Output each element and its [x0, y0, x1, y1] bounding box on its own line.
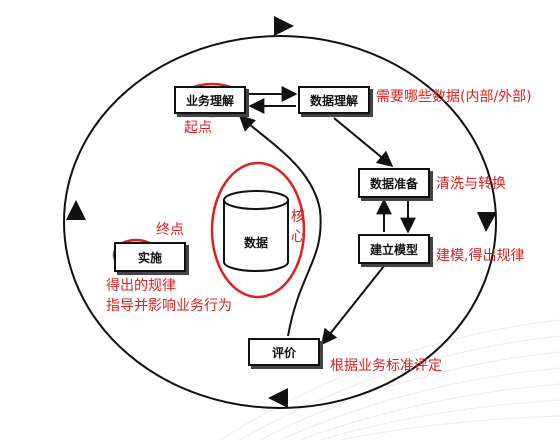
- deploy-note-line2: 指导并影响业务行为: [106, 298, 232, 314]
- core-note-char-2: 心: [291, 229, 305, 245]
- start-note: 起点: [184, 120, 212, 136]
- data-understanding-box: 数据理解: [298, 86, 370, 114]
- deployment-box: 实施: [114, 242, 186, 272]
- deploy-note-line1: 得出的规律: [106, 278, 176, 294]
- data-need-note: 需要哪些数据(内部/外部): [376, 89, 532, 105]
- database-label: 数据: [243, 235, 268, 250]
- arrow-modeling-to-evaluation: [321, 265, 385, 346]
- cleaning-note: 清洗与转换: [436, 176, 506, 192]
- cycle-arrow-top: [274, 16, 294, 36]
- arrow-understanding-to-prep: [333, 117, 394, 168]
- evaluation-note: 根据业务标准评定: [330, 358, 442, 374]
- database-cylinder: [223, 190, 289, 272]
- data-preparation-box: 数据准备: [358, 168, 430, 198]
- cycle-arrow-left: [66, 200, 86, 220]
- modeling-note: 建模,得出规律: [436, 248, 525, 264]
- cycle-arrow-right: [477, 212, 497, 232]
- business-understanding-box: 业务理解: [174, 86, 246, 114]
- core-highlight: [210, 161, 306, 299]
- end-note: 终点: [156, 222, 184, 238]
- core-note-char-1: 核: [291, 209, 305, 225]
- cycle-arrow-bottom: [268, 388, 288, 408]
- arrow-evaluation-to-business: [238, 114, 322, 337]
- modeling-box: 建立模型: [358, 234, 430, 264]
- evaluation-box: 评价: [248, 338, 320, 366]
- outer-cycle: [63, 35, 497, 409]
